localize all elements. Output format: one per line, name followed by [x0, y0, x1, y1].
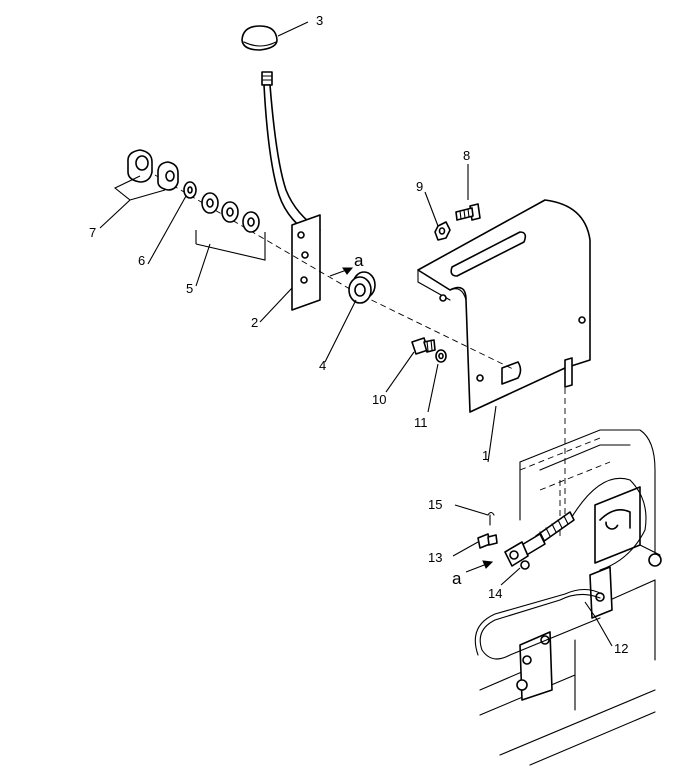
cable-bracket: [594, 486, 662, 567]
callout-3: 3: [316, 13, 323, 28]
callout-5: 5: [186, 281, 193, 296]
part-10-bolt: [411, 337, 436, 355]
reference-arrow-lower: [465, 560, 494, 573]
part-13-pin: [477, 533, 498, 549]
callout-7: 7: [89, 225, 96, 240]
callout-15: 15: [428, 497, 442, 512]
part-4-bushing: [348, 271, 376, 304]
part-5-washers: [201, 192, 260, 233]
part-9-nut: [434, 221, 451, 241]
part-11-washer: [435, 349, 447, 363]
part-14-washer: [520, 560, 530, 570]
callout-11: 11: [414, 415, 428, 430]
part-3-knob: [241, 25, 278, 51]
callout-1: 1: [482, 448, 489, 463]
part-2-lever-plate: [291, 214, 321, 311]
shift-lever-rod: [261, 71, 321, 239]
reference-arrow-upper: [329, 267, 354, 277]
part-7-nuts: [127, 149, 179, 191]
part-6-lock-washer: [183, 181, 197, 199]
callout-2: 2: [251, 315, 258, 330]
reference-mark-lower: a: [452, 569, 462, 588]
callout-4: 4: [319, 358, 326, 373]
part-1-cover-plate: [417, 199, 591, 413]
control-cable: [474, 477, 647, 660]
housing-outline: [479, 429, 656, 766]
part-8-bolt: [455, 203, 481, 221]
linkage-lever: [516, 566, 613, 701]
callout-8: 8: [463, 148, 470, 163]
callout-6: 6: [138, 253, 145, 268]
callout-12: 12: [614, 641, 628, 656]
cable-end-assembly: [487, 511, 575, 567]
callout-13: 13: [428, 550, 442, 565]
callout-14: 14: [488, 586, 502, 601]
leader-lines: [99, 21, 613, 647]
callout-9: 9: [416, 179, 423, 194]
reference-mark-upper: a: [354, 251, 364, 270]
callout-10: 10: [372, 392, 386, 407]
